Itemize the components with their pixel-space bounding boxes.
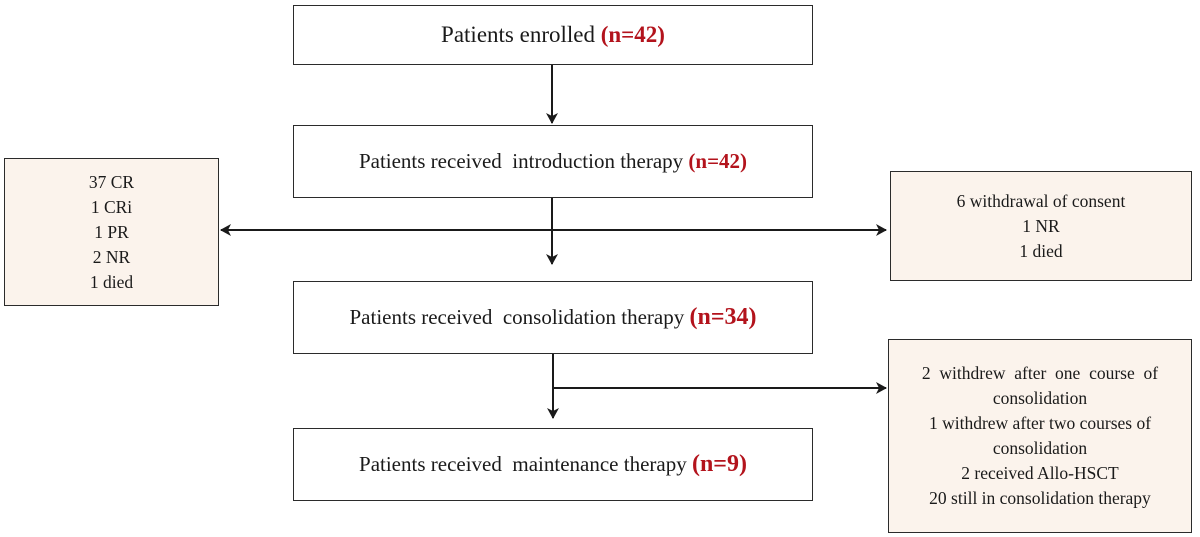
response-line: 1 PR [94, 221, 129, 242]
exclusion-line: 1 died [1019, 240, 1063, 261]
enrolled-box: Patients enrolled (n=42) [293, 5, 813, 65]
response-line: 37 CR [88, 171, 135, 192]
maintenance-label: Patients received maintenance therapy [359, 452, 687, 476]
introduction-box: Patients received introduction therapy (… [293, 125, 813, 198]
maintenance-count: (n=9) [691, 451, 747, 477]
exclusion-line: consolidation [992, 438, 1088, 458]
response-box: 37 CR 1 CRi 1 PR 2 NR 1 died [4, 158, 219, 306]
maintenance-box: Patients received maintenance therapy (n… [293, 428, 813, 501]
exclusion-box-2: 2 withdrew after one course of consolida… [888, 339, 1192, 533]
exclusion-line: 2 withdrew after one course of [921, 363, 1159, 383]
response-line: 1 CRi [90, 196, 133, 217]
exclusion-line: 1 withdrew after two courses of [928, 413, 1152, 433]
consolidation-count: (n=34) [689, 304, 757, 330]
consolidation-box: Patients received consolidation therapy … [293, 281, 813, 354]
enrolled-label: Patients enrolled [441, 22, 595, 47]
exclusion-line: 6 withdrawal of consent [956, 190, 1126, 211]
exclusion-line: 2 received Allo-HSCT [961, 463, 1119, 483]
enrolled-count: (n=42) [600, 22, 665, 47]
exclusion-line: 1 NR [1022, 215, 1060, 236]
consolidation-label: Patients received consolidation therapy [349, 305, 685, 329]
introduction-label: Patients received introduction therapy [358, 149, 684, 173]
response-line: 1 died [89, 271, 134, 292]
response-line: 2 NR [92, 246, 131, 267]
exclusion-box-1: 6 withdrawal of consent 1 NR 1 died [890, 171, 1192, 281]
exclusion-line: consolidation [992, 388, 1088, 408]
introduction-count: (n=42) [688, 149, 748, 173]
exclusion-line: 20 still in consolidation therapy [929, 488, 1151, 508]
